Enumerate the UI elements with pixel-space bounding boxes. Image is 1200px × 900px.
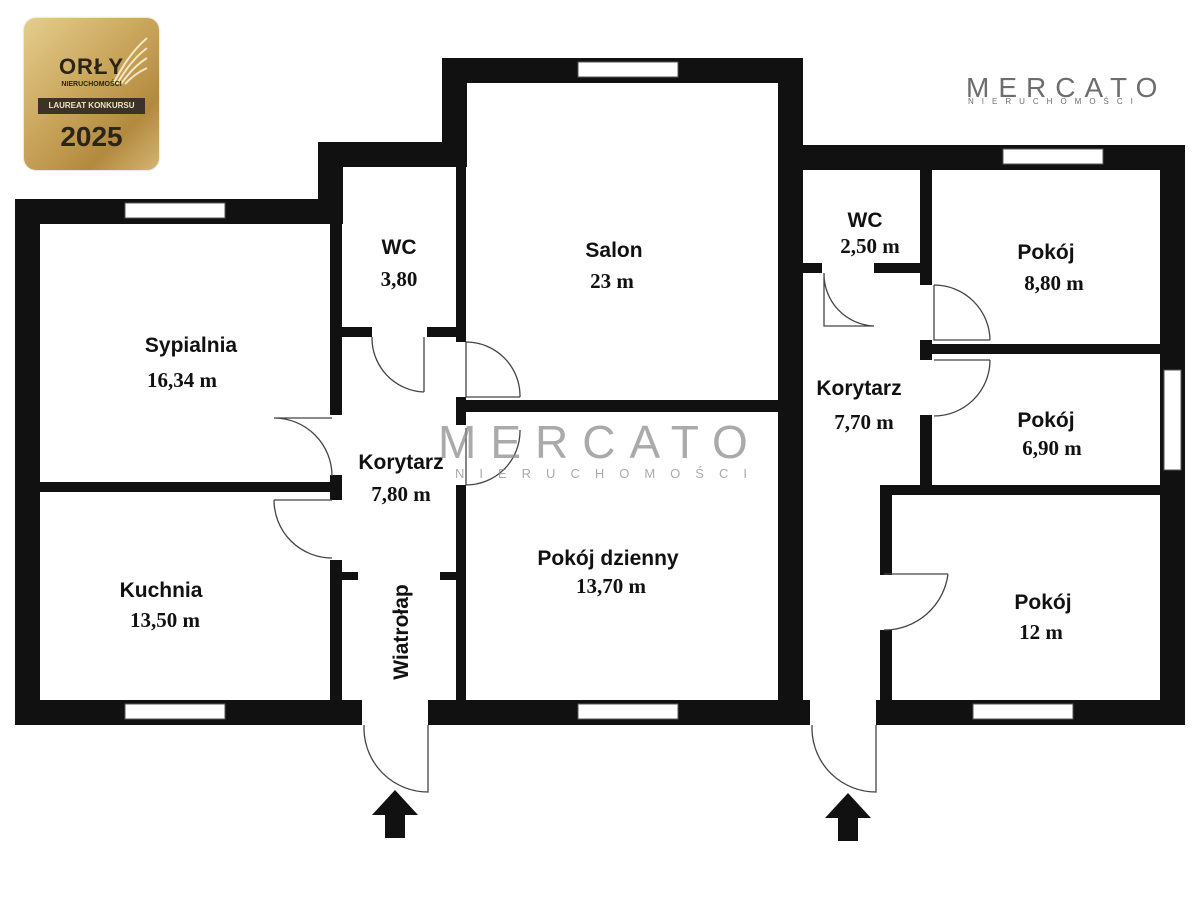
- entrance-arrow-left-icon: [372, 790, 418, 838]
- door-entrance-left: [363, 725, 429, 793]
- gap-wc-door: [372, 327, 427, 337]
- award-badge: ORŁY NIERUCHOMOŚCI LAUREAT KONKURSU 2025: [24, 18, 159, 170]
- door-salon: [465, 341, 521, 398]
- entrance-arrow-right-icon: [825, 793, 871, 841]
- gap-kitchen-door: [330, 500, 342, 560]
- room-name-korytarz-left: Korytarz: [358, 451, 443, 474]
- door-room2: [933, 359, 991, 417]
- room-name-sypialnia: Sypialnia: [145, 334, 238, 357]
- gap-bedroom-door: [330, 415, 342, 475]
- wall-salon-bottom: [460, 400, 785, 412]
- wall-stub-right: [440, 572, 458, 580]
- room-labels: Sypialnia 16,34 m Kuchnia 13,50 m WC 3,8…: [120, 209, 1085, 680]
- window-room2: [1163, 369, 1182, 471]
- door-room3: [883, 573, 949, 631]
- door-wc-left: [371, 336, 425, 393]
- room-name-korytarz-right: Korytarz: [816, 377, 901, 400]
- room-name-pokoj-3: Pokój: [1014, 591, 1071, 614]
- gap-room2-door: [920, 360, 932, 415]
- door-room1: [933, 284, 991, 341]
- room-area-pokoj-3: 12 m: [1019, 620, 1063, 644]
- window-bedroom: [124, 202, 226, 219]
- logo-tagline: NIERUCHOMOŚCI: [968, 97, 1141, 106]
- watermark-tagline: NIERUCHOMOŚCI: [455, 466, 762, 481]
- wall-right-top: [778, 145, 1185, 170]
- room-area-wc-right: 2,50 m: [840, 234, 900, 258]
- window-kitchen: [124, 703, 226, 720]
- gap-salon-door: [456, 342, 466, 397]
- wing-icon: [112, 37, 148, 85]
- wall-stub-left: [342, 572, 358, 580]
- badge-title: ORŁY: [58, 54, 125, 79]
- door-entrance-right: [811, 725, 877, 793]
- entrance-right-gap: [810, 700, 876, 725]
- openings: [124, 61, 1182, 725]
- door-wc-right: [823, 272, 875, 327]
- room-area-korytarz-right: 7,70 m: [834, 410, 894, 434]
- door-living: [465, 428, 521, 486]
- room-area-wc-left: 3,80: [381, 267, 418, 291]
- room-area-pokoj-dzienny: 13,70 m: [576, 574, 647, 598]
- window-living: [577, 703, 679, 720]
- room-name-wc-right: WC: [848, 209, 883, 232]
- badge-band: LAUREAT KONKURSU: [38, 98, 145, 114]
- window-room3: [972, 703, 1074, 720]
- logo-name: MERCATO: [966, 72, 1166, 103]
- door-kitchen: [273, 499, 333, 559]
- room-name-pokoj-dzienny: Pokój dzienny: [537, 547, 679, 570]
- room-name-wc-left: WC: [382, 236, 417, 259]
- entrance-arrows: [372, 790, 871, 841]
- gap-room3-door: [880, 575, 892, 630]
- wall-room2-room3: [880, 485, 1165, 495]
- room-area-pokoj-2: 6,90 m: [1022, 436, 1082, 460]
- door-bedroom: [273, 417, 333, 477]
- watermark-name: MERCATO: [438, 416, 762, 468]
- window-room1: [1002, 148, 1104, 165]
- room-area-korytarz-left: 7,80 m: [371, 482, 431, 506]
- room-area-salon: 23 m: [590, 269, 634, 293]
- wall-left-outer: [15, 199, 40, 724]
- room-area-pokoj-1: 8,80 m: [1024, 271, 1084, 295]
- room-name-pokoj-1: Pokój: [1017, 241, 1074, 264]
- doors: [273, 272, 991, 793]
- room-area-sypialnia: 16,34 m: [147, 368, 218, 392]
- gap-wc-right-door: [822, 263, 874, 273]
- gap-living-door: [456, 425, 466, 485]
- badge-year: 2025: [60, 121, 123, 152]
- room-name-wiatrolap: Wiatrołap: [390, 584, 413, 679]
- entrance-left-gap: [362, 700, 428, 725]
- gap-room1-door: [920, 285, 932, 340]
- room-name-kuchnia: Kuchnia: [120, 579, 203, 602]
- wall-room1-room2: [925, 344, 1165, 354]
- badge-subtitle: NIERUCHOMOŚCI: [61, 81, 122, 88]
- room-name-pokoj-2: Pokój: [1017, 409, 1074, 432]
- room-name-salon: Salon: [585, 239, 642, 262]
- room-area-kuchnia: 13,50 m: [130, 608, 201, 632]
- wall-wc-top: [318, 142, 465, 167]
- window-salon: [577, 61, 679, 78]
- wall-bedroom-kitchen: [30, 482, 332, 492]
